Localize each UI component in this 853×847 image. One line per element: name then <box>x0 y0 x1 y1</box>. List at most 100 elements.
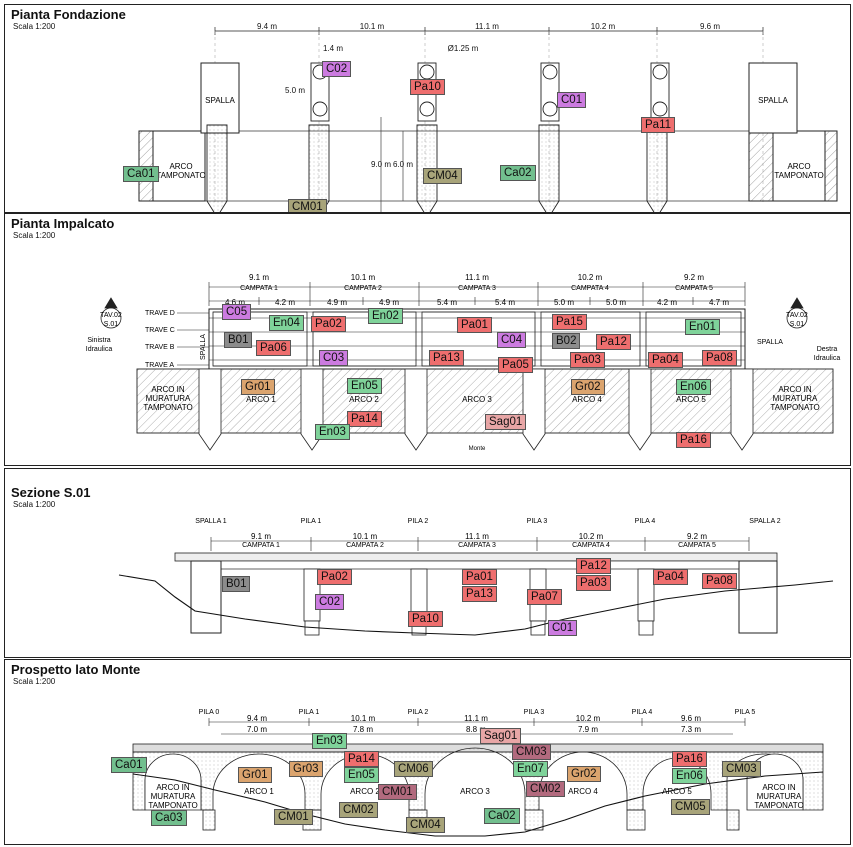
svg-text:S.01: S.01 <box>790 321 805 328</box>
svg-text:7.0 m: 7.0 m <box>247 725 267 734</box>
tag-cm01[interactable]: CM01 <box>288 199 327 212</box>
svg-text:ARCO IN: ARCO IN <box>151 385 185 394</box>
tag-b01[interactable]: B01 <box>224 332 253 348</box>
tag-pa03[interactable]: Pa03 <box>576 575 611 591</box>
tag-pa04[interactable]: Pa04 <box>653 569 688 585</box>
tag-pa15[interactable]: Pa15 <box>552 314 587 330</box>
tag-pa01[interactable]: Pa01 <box>457 317 492 333</box>
tag-en05[interactable]: En05 <box>344 767 379 783</box>
tag-pa16[interactable]: Pa16 <box>672 751 707 767</box>
svg-text:SPALLA: SPALLA <box>200 334 207 360</box>
tag-pa13[interactable]: Pa13 <box>429 350 464 366</box>
tag-pa13[interactable]: Pa13 <box>462 586 497 602</box>
tag-gr02[interactable]: Gr02 <box>567 766 601 782</box>
svg-text:TAV.02: TAV.02 <box>786 312 808 319</box>
tag-ca02[interactable]: Ca02 <box>500 165 536 181</box>
svg-text:CAMPATA 2: CAMPATA 2 <box>344 285 382 292</box>
svg-text:PILA 3: PILA 3 <box>527 518 548 525</box>
tag-cm02[interactable]: CM02 <box>526 781 565 797</box>
tag-en05[interactable]: En05 <box>347 378 382 394</box>
svg-text:CAMPATA 3: CAMPATA 3 <box>458 285 496 292</box>
tag-pa02[interactable]: Pa02 <box>317 569 352 585</box>
svg-text:SPALLA: SPALLA <box>757 339 783 346</box>
svg-text:PILA 3: PILA 3 <box>524 709 545 716</box>
tag-sag01[interactable]: Sag01 <box>485 414 527 430</box>
svg-text:5.4 m: 5.4 m <box>495 298 515 307</box>
tag-c01[interactable]: C01 <box>557 92 587 108</box>
tag-c05[interactable]: C05 <box>222 304 252 320</box>
tag-en07[interactable]: En07 <box>513 761 548 777</box>
tag-cm06[interactable]: CM06 <box>394 761 433 777</box>
svg-text:ARCO 1: ARCO 1 <box>246 395 276 404</box>
tag-pa06[interactable]: Pa06 <box>256 340 291 356</box>
tag-b01[interactable]: B01 <box>222 576 251 592</box>
tag-pa02[interactable]: Pa02 <box>311 316 346 332</box>
tag-cm05[interactable]: CM05 <box>671 799 710 815</box>
tag-pa14[interactable]: Pa14 <box>347 411 382 427</box>
tag-cm03[interactable]: CM03 <box>722 761 761 777</box>
svg-text:SPALLA: SPALLA <box>758 96 788 105</box>
tag-pa07[interactable]: Pa07 <box>527 589 562 605</box>
tag-b02[interactable]: B02 <box>552 333 581 349</box>
tag-pa04[interactable]: Pa04 <box>648 352 683 368</box>
tag-pa16[interactable]: Pa16 <box>676 432 711 448</box>
tag-c04[interactable]: C04 <box>497 332 527 348</box>
tag-ca02[interactable]: Ca02 <box>484 808 520 824</box>
tag-c02[interactable]: C02 <box>315 594 345 610</box>
tag-pa10[interactable]: Pa10 <box>410 79 445 95</box>
tag-cm02[interactable]: CM02 <box>339 802 378 818</box>
panel-title: Pianta Fondazione <box>11 7 126 22</box>
svg-text:CAMPATA 2: CAMPATA 2 <box>346 542 384 549</box>
tag-gr03[interactable]: Gr03 <box>289 761 323 777</box>
tag-pa05[interactable]: Pa05 <box>498 357 533 373</box>
panel-scale: Scala 1:200 <box>13 500 56 509</box>
tag-gr02[interactable]: Gr02 <box>571 379 605 395</box>
svg-text:5.0 m: 5.0 m <box>554 298 574 307</box>
tag-en02[interactable]: En02 <box>368 308 403 324</box>
tag-pa08[interactable]: Pa08 <box>702 350 737 366</box>
tag-cm04[interactable]: CM04 <box>406 817 445 833</box>
svg-text:PILA 0: PILA 0 <box>199 709 220 716</box>
svg-text:9.4 m: 9.4 m <box>247 714 267 723</box>
svg-text:11.1 m: 11.1 m <box>464 714 488 723</box>
svg-text:ARCO IN: ARCO IN <box>156 783 190 792</box>
tag-pa12[interactable]: Pa12 <box>576 558 611 574</box>
svg-text:4.9 m: 4.9 m <box>327 298 347 307</box>
tag-pa10[interactable]: Pa10 <box>408 611 443 627</box>
tag-en01[interactable]: En01 <box>685 319 720 335</box>
tag-ca03[interactable]: Ca03 <box>151 810 187 826</box>
panel-scale: Scala 1:200 <box>13 677 56 686</box>
tag-cm03[interactable]: CM03 <box>512 744 551 760</box>
tag-pa03[interactable]: Pa03 <box>570 352 605 368</box>
tag-ca01[interactable]: Ca01 <box>123 166 159 182</box>
svg-text:9.1 m: 9.1 m <box>249 273 269 282</box>
svg-text:CAMPATA 3: CAMPATA 3 <box>458 542 496 549</box>
tag-gr01[interactable]: Gr01 <box>238 767 272 783</box>
svg-text:TAMPONATO: TAMPONATO <box>774 171 823 180</box>
tag-c02[interactable]: C02 <box>322 61 352 77</box>
tag-en06[interactable]: En06 <box>676 379 711 395</box>
tag-cm04[interactable]: CM04 <box>423 168 462 184</box>
tag-pa08[interactable]: Pa08 <box>702 573 737 589</box>
tag-en03[interactable]: En03 <box>312 733 347 749</box>
tag-gr01[interactable]: Gr01 <box>241 379 275 395</box>
tag-en06[interactable]: En06 <box>672 768 707 784</box>
tag-en03[interactable]: En03 <box>315 424 350 440</box>
tag-c03[interactable]: C03 <box>319 350 349 366</box>
svg-text:TAV.02: TAV.02 <box>100 312 122 319</box>
tag-ca01[interactable]: Ca01 <box>111 757 147 773</box>
svg-text:ARCO IN: ARCO IN <box>762 783 796 792</box>
panel-scale: Scala 1:200 <box>13 22 56 31</box>
tag-cm01[interactable]: CM01 <box>378 784 417 800</box>
tag-pa01[interactable]: Pa01 <box>462 569 497 585</box>
svg-text:TRAVE B: TRAVE B <box>145 344 175 351</box>
panel-pianta-impalcato: Pianta Impalcato Scala 1:200 9.1 m 10.1 … <box>4 213 851 466</box>
tag-pa12[interactable]: Pa12 <box>596 334 631 350</box>
tag-c01[interactable]: C01 <box>548 620 578 636</box>
tag-pa14[interactable]: Pa14 <box>344 751 379 767</box>
tag-en04[interactable]: En04 <box>269 315 304 331</box>
svg-text:ARCO IN: ARCO IN <box>778 385 812 394</box>
tag-pa11[interactable]: Pa11 <box>641 117 676 133</box>
tag-sag01[interactable]: Sag01 <box>480 728 522 744</box>
tag-cm01-base[interactable]: CM01 <box>274 809 313 825</box>
